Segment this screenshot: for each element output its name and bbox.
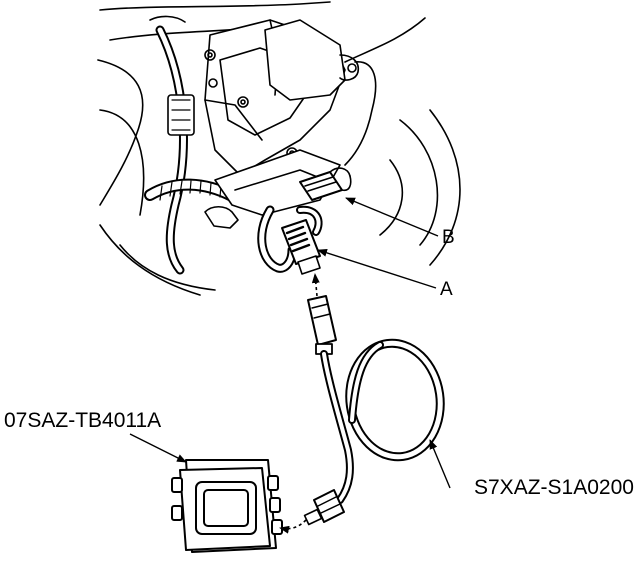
- label-connector-b: B: [442, 227, 455, 248]
- tester-connect-arrow: [279, 519, 307, 534]
- connector-b-illustration: [299, 167, 352, 201]
- test-harness-illustration: [303, 295, 445, 526]
- label-tester-part: 07SAZ-TB4011A: [4, 409, 162, 432]
- label-harness-part: S7XAZ-S1A0200: [474, 476, 634, 499]
- engine-bay-illustration: [97, 1, 461, 296]
- tester-box-illustration: [171, 459, 283, 553]
- label-connector-a: A: [440, 279, 453, 300]
- connect-arrow: [311, 273, 320, 297]
- leader-lines: [129, 197, 451, 489]
